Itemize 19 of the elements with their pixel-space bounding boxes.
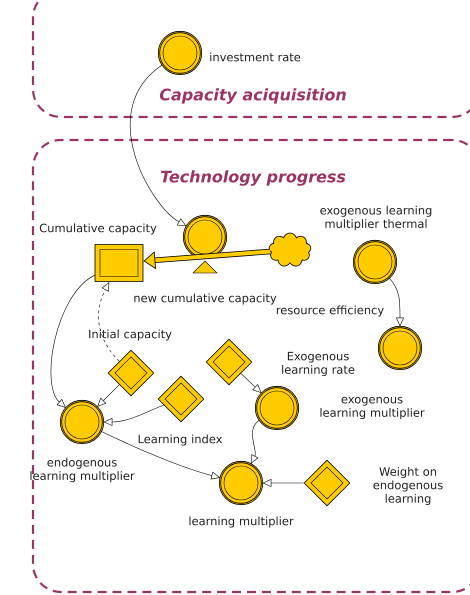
constant-label: Learning index: [138, 434, 222, 446]
cloud-icon: [268, 232, 312, 267]
variable-label: exogenous learning multiplier: [320, 396, 425, 420]
constant-label: Exogenous learning rate: [282, 352, 354, 376]
stock-label: Cumulative capacity: [40, 223, 156, 235]
variable-label: new cumulative capacity: [134, 293, 276, 305]
variable-label: endogenous learning multiplier: [30, 458, 135, 482]
variable-label: learning multiplier: [189, 516, 294, 528]
constant-label: Initial capacity: [89, 329, 172, 341]
arrow: [50, 274, 95, 408]
arrow: [97, 384, 120, 407]
variable-label: resource efficiency: [276, 305, 384, 317]
group-title: Capacity aciquisition: [160, 88, 346, 104]
variable-label: investment rate: [210, 52, 300, 62]
arrow: [250, 420, 260, 464]
constant-label: Weight on endogenous learning: [373, 467, 443, 505]
arrow: [130, 64, 186, 226]
group-title: Technology progress: [160, 170, 346, 186]
variable-label: exogenous learning multiplier thermal: [320, 206, 432, 230]
